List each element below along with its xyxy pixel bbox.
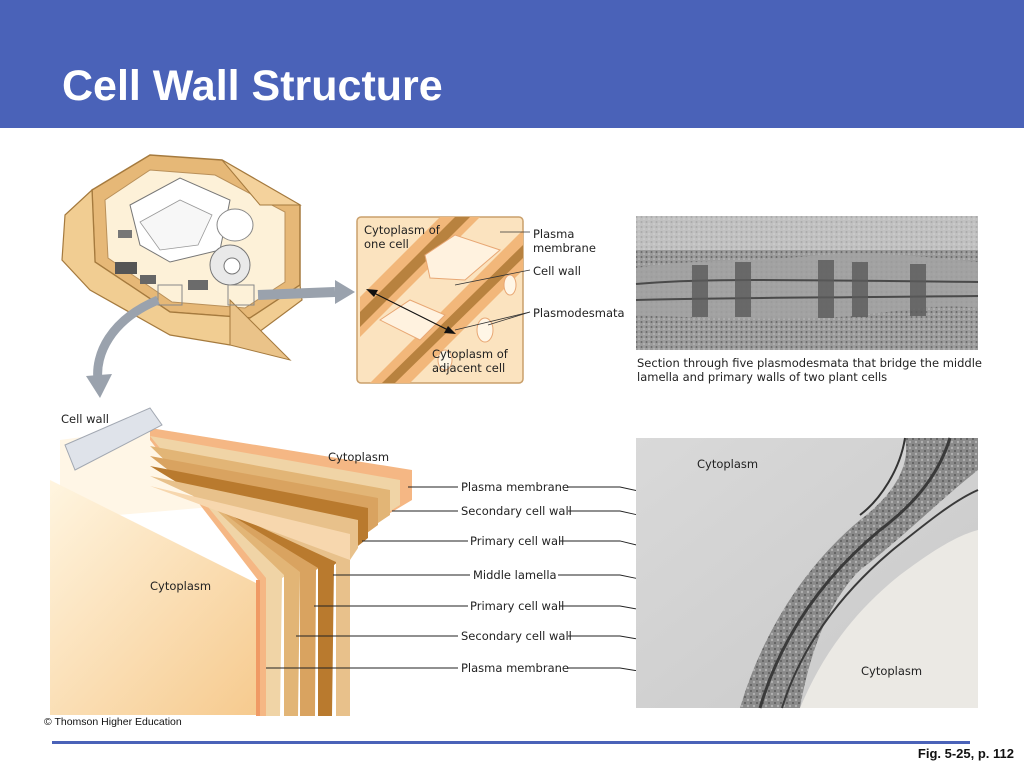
layer-label-primary-wall-1: Primary cell wall [470,534,565,548]
tem-cytoplasm-bottom-label: Cytoplasm [861,664,923,678]
title-bar [0,0,1024,128]
copyright-notice: © Thomson Higher Education [44,716,182,728]
plasmodesmata-inset [356,216,531,384]
tem-cytoplasm-top-label: Cytoplasm [697,457,759,471]
layer-label-plasma-membrane-1: Plasma membrane [461,480,569,494]
inset-label-cytoplasm-adjacent: Cytoplasm of adjacent cell [432,347,508,375]
layer-label-plasma-membrane-2: Plasma membrane [461,661,569,675]
figure-reference: Fig. 5-25, p. 112 [917,746,1014,761]
plant-cell-illustration [61,154,303,361]
inset-label-plasma-membrane: Plasma membrane [533,227,596,255]
inset-label-cytoplasm-one-cell: Cytoplasm of one cell [364,223,440,251]
cell-wall-layers-illustration [50,407,412,716]
layer-label-secondary-wall-1: Secondary cell wall [461,504,572,518]
cytoplasm-left-label: Cytoplasm [150,579,212,593]
micrograph-caption: Section through five plasmodesmata that … [637,356,982,384]
layer-label-primary-wall-2: Primary cell wall [470,599,565,613]
footer-rule [52,741,970,744]
slide-title: Cell Wall Structure [62,62,443,110]
inset-label-plasmodesmata: Plasmodesmata [533,306,625,320]
zoom-arrows [86,280,355,398]
plasmodesmata-micrograph [635,216,979,350]
cytoplasm-top-label: Cytoplasm [328,450,390,464]
cell-wall-micrograph [636,437,979,709]
layer-label-middle-lamella: Middle lamella [473,568,557,582]
inset-label-cell-wall: Cell wall [533,264,581,278]
cell-wall-label: Cell wall [61,412,109,426]
layer-label-secondary-wall-2: Secondary cell wall [461,629,572,643]
